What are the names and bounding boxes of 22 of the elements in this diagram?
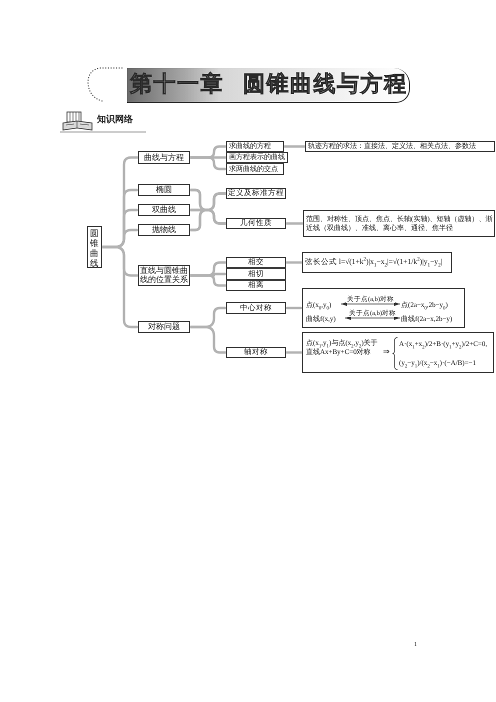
double-arrow <box>344 316 400 320</box>
formula-box <box>302 288 465 328</box>
branch-box: 双曲线 <box>138 204 190 216</box>
branch-box: 对称问题 <box>138 321 190 333</box>
connector-line <box>286 222 303 225</box>
formula-box <box>302 332 494 373</box>
branch-box: 抛物线 <box>138 224 190 236</box>
connector-line <box>190 208 226 232</box>
connector-line <box>284 145 305 148</box>
connector-line <box>190 156 226 170</box>
implies-symbol: ⇒ <box>383 347 390 356</box>
double-arrow <box>340 302 400 306</box>
branch-box: 椭圆 <box>138 184 190 196</box>
connector-line <box>286 261 302 264</box>
section-heading: 知识网络 <box>97 116 133 126</box>
connector-line <box>286 306 302 310</box>
connector-line <box>190 274 226 287</box>
connector-line <box>102 246 138 328</box>
root-box: 圆锥曲线 <box>87 226 102 268</box>
branch-box: 曲线与方程 <box>138 151 190 164</box>
connector-line <box>286 351 302 354</box>
chapter-title: 第十一章 圆锥曲线与方程 <box>127 68 410 103</box>
